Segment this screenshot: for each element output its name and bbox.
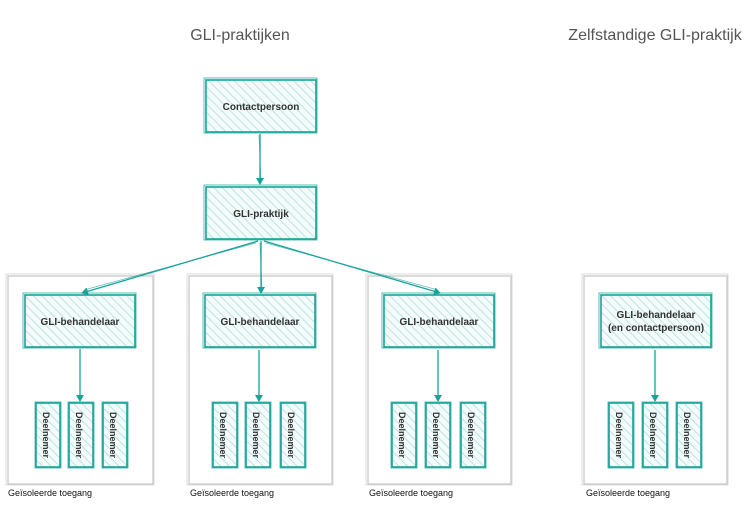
node-contactpersoon: Contactpersoon: [203, 77, 318, 134]
group-label-4: Geïsoleerde toegang: [586, 488, 670, 498]
participant-label: Deelnemer: [41, 412, 51, 459]
heading-gli-praktijken: GLI-praktijken: [190, 27, 290, 44]
participant-3-2: Deelnemer: [424, 401, 452, 469]
node-therapist-1-label: GLI-behandelaar: [41, 317, 120, 328]
node-standalone-label-line1: GLI-behandelaar: [617, 310, 696, 321]
participant-label: Deelnemer: [397, 412, 407, 459]
participant-label: Deelnemer: [431, 412, 441, 459]
group-label-1: Geïsoleerde toegang: [8, 488, 92, 498]
group-box-3: [365, 273, 513, 486]
participant-label: Deelnemer: [108, 412, 118, 459]
node-standalone-label-line2: (en contactpersoon): [608, 323, 704, 334]
edge-practice-to-therapist-3: [263, 240, 441, 296]
node-therapist-3-label: GLI-behandelaar: [400, 317, 479, 328]
participant-2-1: Deelnemer: [211, 401, 239, 469]
participant-label: Deelnemer: [614, 412, 624, 459]
edge-practice-to-therapist-2: [257, 241, 265, 294]
participant-4-1: Deelnemer: [607, 401, 635, 469]
group-label-3: Geïsoleerde toegang: [369, 488, 453, 498]
participant-label: Deelnemer: [218, 412, 228, 459]
group-label-2: Geïsoleerde toegang: [190, 488, 274, 498]
heading-zelfstandige-praktijk: Zelfstandige GLI-praktijk: [568, 27, 742, 44]
node-standalone-therapist: GLI-behandelaar (en contactpersoon): [598, 292, 713, 349]
participant-4-3: Deelnemer: [675, 401, 703, 469]
edge-contact-to-practice: [256, 134, 264, 185]
participant-2-2: Deelnemer: [244, 401, 272, 469]
group-box-4: [581, 273, 729, 486]
participant-3-3: Deelnemer: [459, 401, 487, 469]
participant-1-1: Deelnemer: [34, 401, 62, 469]
group-box-1: [5, 273, 155, 486]
participant-4-2: Deelnemer: [641, 401, 669, 469]
participant-label: Deelnemer: [74, 412, 84, 459]
participant-3-1: Deelnemer: [390, 401, 418, 469]
node-gli-praktijk: GLI-praktijk: [203, 184, 318, 241]
edge-practice-to-therapist-1: [81, 240, 259, 296]
participant-label: Deelnemer: [682, 412, 692, 459]
participant-label: Deelnemer: [286, 412, 296, 459]
node-therapist-3: GLI-behandelaar: [381, 292, 496, 349]
participant-label: Deelnemer: [466, 412, 476, 459]
participant-label: Deelnemer: [251, 412, 261, 459]
participant-1-2: Deelnemer: [67, 401, 95, 469]
node-therapist-2-label: GLI-behandelaar: [221, 317, 300, 328]
participant-1-3: Deelnemer: [101, 401, 129, 469]
participant-label: Deelnemer: [648, 412, 658, 459]
participant-2-3: Deelnemer: [279, 401, 307, 469]
node-contactpersoon-label: Contactpersoon: [223, 102, 300, 113]
node-therapist-1: GLI-behandelaar: [22, 292, 137, 349]
node-gli-praktijk-label: GLI-praktijk: [233, 209, 289, 220]
node-therapist-2: GLI-behandelaar: [202, 292, 317, 349]
